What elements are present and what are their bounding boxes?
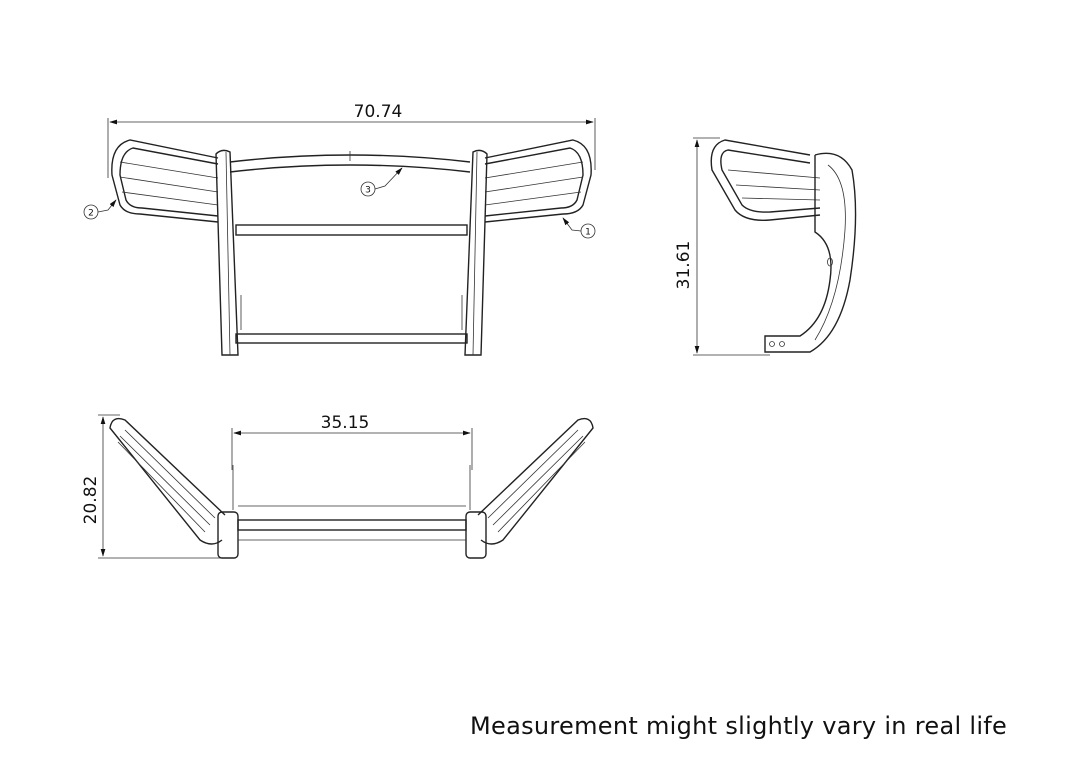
svg-text:2: 2 — [88, 209, 94, 219]
top-view: 20.82 35.15 — [81, 413, 594, 559]
svg-text:1: 1 — [585, 228, 591, 238]
side-view: 31.61 — [674, 137, 857, 356]
width-dimension: 70.74 — [354, 102, 403, 122]
height-dimension: 31.61 — [674, 241, 694, 290]
inner-width-dimension: 35.15 — [321, 413, 370, 433]
depth-dimension: 20.82 — [81, 476, 101, 525]
front-view: 70.74 2 3 1 — [83, 102, 596, 356]
svg-text:3: 3 — [365, 186, 371, 196]
footer-note: Measurement might slightly vary in real … — [470, 712, 1008, 740]
